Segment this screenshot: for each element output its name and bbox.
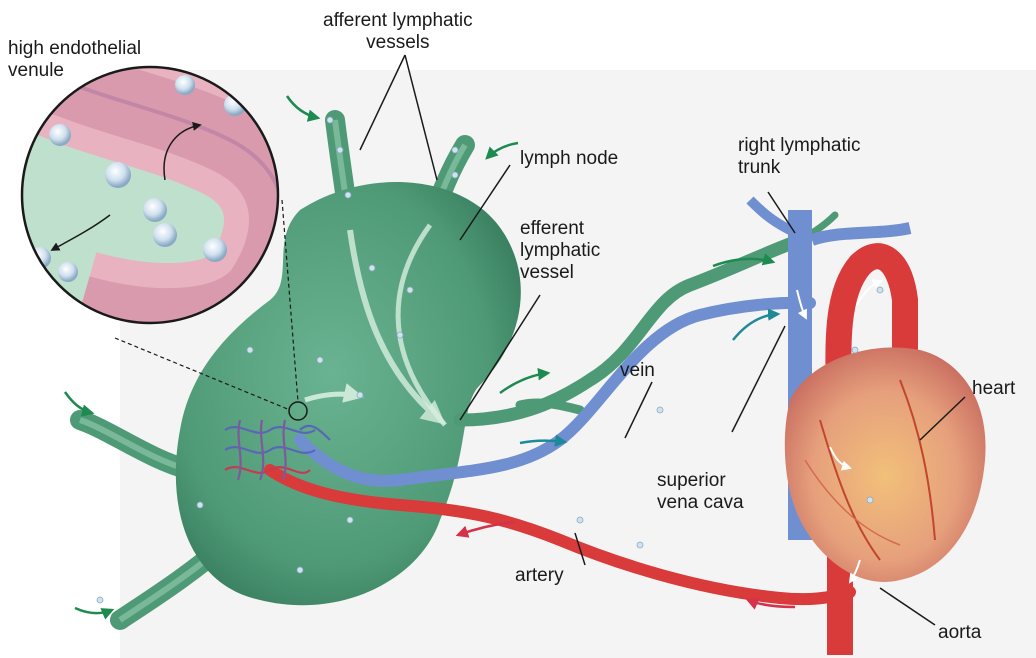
- label-superior-vena-cava: superior vena cava: [657, 470, 744, 514]
- label-vein: vein: [620, 360, 655, 382]
- label-artery: artery: [515, 565, 564, 587]
- flow-arrow-afferent-4: [75, 608, 112, 613]
- label-lymph-node: lymph node: [520, 148, 618, 170]
- label-heart: heart: [972, 378, 1015, 400]
- label-high-endothelial-venule: high endothelial venule: [8, 38, 141, 82]
- label-efferent-lymphatic-vessel: efferent lymphatic vessel: [520, 218, 600, 284]
- label-afferent-lymphatic-vessels: afferent lymphatic vessels: [323, 10, 473, 54]
- label-right-lymphatic-trunk: right lymphatic trunk: [738, 135, 861, 179]
- label-aorta: aorta: [938, 622, 981, 644]
- flow-arrow-afferent-3: [65, 392, 92, 413]
